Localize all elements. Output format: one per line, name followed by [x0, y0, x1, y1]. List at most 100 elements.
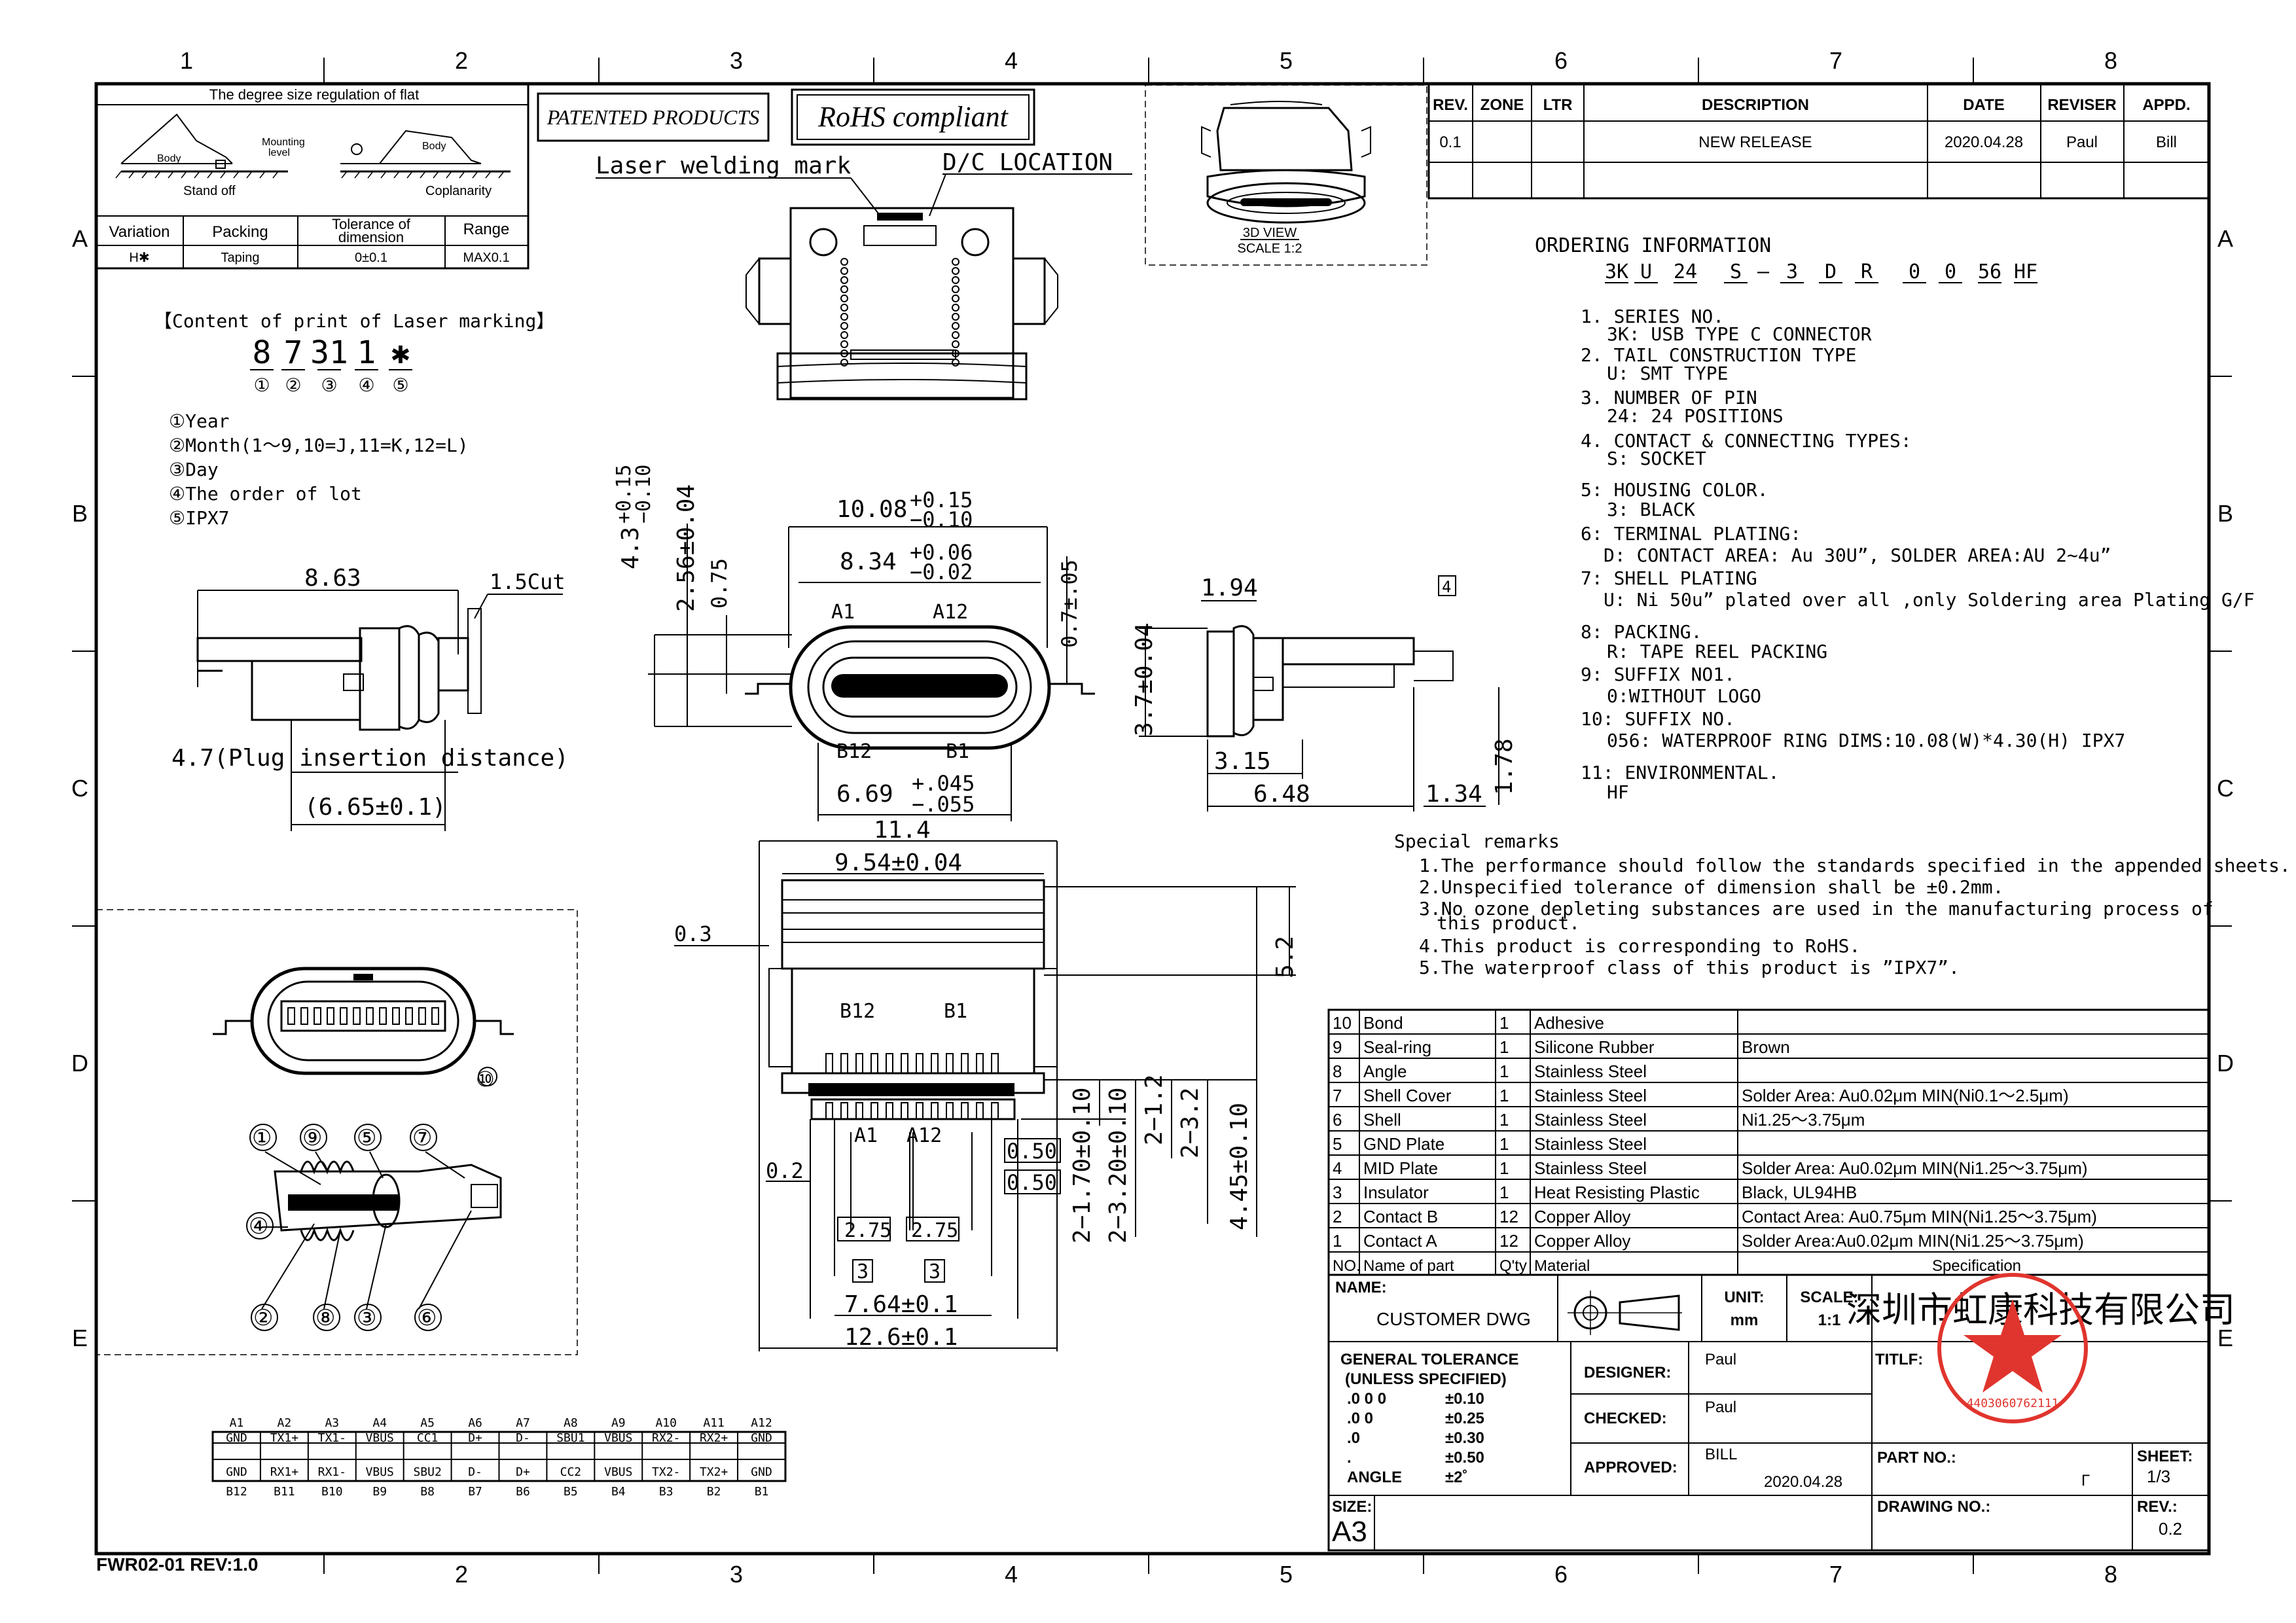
dim-8-34: 8.34 [840, 548, 897, 575]
bom-cell-9-2: 12 [1499, 1231, 1518, 1251]
zone-top-1: 1 [180, 47, 193, 74]
part-callout-5: ② [253, 1305, 273, 1331]
dim-5-2: 5.2 [1272, 936, 1299, 978]
pin-label-bottom-3: B9 [372, 1485, 387, 1499]
dim-0-7: 0.7±.05 [1057, 560, 1082, 648]
dim-4-45: 4.45±0.10 [1226, 1103, 1253, 1230]
dim-1-5cut: 1.5Cut [490, 569, 565, 594]
bom-cell-0-2: 1 [1499, 1013, 1509, 1033]
dim-4-3-plus: +0.15 [613, 465, 636, 524]
bom-header-3: Material [1534, 1257, 1590, 1275]
bom-cell-3-1: Shell Cover [1363, 1086, 1452, 1105]
bom-cell-8-4: Contact Area: Au0.75μm MIN(Ni1.25～3.75μm… [1742, 1207, 2097, 1226]
zone-left-E: E [72, 1325, 88, 1351]
pin-label-bottom-1: B11 [274, 1485, 295, 1499]
remark-4: 4.This product is corresponding to RoHS. [1419, 935, 1860, 957]
bom-cell-0-1: Bond [1363, 1013, 1403, 1033]
laser-legend-3: ④The order of lot [169, 483, 362, 505]
tol-val-3: ±0.50 [1445, 1449, 1484, 1467]
pin-bottom-8: VBUS [604, 1465, 632, 1479]
pin-top-3: VBUS [366, 1431, 394, 1445]
bom-cell-8-0: 2 [1333, 1207, 1342, 1226]
dimension-header: dimension [338, 229, 404, 245]
unit-label: UNIT: [1724, 1289, 1764, 1306]
checked-label: CHECKED: [1584, 1410, 1667, 1427]
dim-1-78: 1.78 [1491, 738, 1518, 795]
dim-0-50-b: 0.50 [1007, 1170, 1057, 1195]
ordering-code-11: HF [2014, 260, 2037, 283]
part-callout-3: ⑦ [412, 1125, 432, 1151]
label-a1-bottom: A1 [854, 1124, 878, 1147]
zone-top-7: 7 [1829, 47, 1842, 74]
dim-1-2: 2−1.2 [1141, 1075, 1168, 1145]
dim-10-08: 10.08 [836, 496, 907, 523]
ordering-item-6: 4. CONTACT & CONNECTING TYPES: [1581, 430, 1912, 452]
name-value: CUSTOMER DWG [1376, 1309, 1531, 1329]
rev-header-0: REV. [1433, 96, 1468, 114]
rev-header-6: APPD. [2142, 96, 2190, 114]
laser-legend-4: ⑤IPX7 [169, 507, 230, 529]
bom-cell-4-0: 6 [1333, 1110, 1342, 1130]
bom-cell-7-1: Insulator [1363, 1183, 1429, 1202]
laser-legend-0: ①Year [169, 410, 230, 432]
pin-bottom-2: RX1- [318, 1465, 346, 1479]
rev-cell-3: NEW RELEASE [1698, 134, 1812, 151]
bom-cell-5-3: Stainless Steel [1534, 1134, 1647, 1154]
part-callout-7: ③ [357, 1305, 376, 1331]
bom-cell-4-1: Shell [1363, 1110, 1401, 1130]
pin-label-top-1: A2 [278, 1416, 292, 1430]
pin-bottom-0: GND [226, 1465, 247, 1479]
pin-label-bottom-11: B1 [755, 1485, 769, 1499]
scale-value: 1:1 [1818, 1311, 1841, 1329]
designer-label: DESIGNER: [1584, 1364, 1671, 1382]
side-view-left: 8.63 1.5Cut 4.7(Plug insertion distance)… [171, 565, 569, 831]
bom-cell-6-2: 1 [1499, 1158, 1509, 1178]
dim-10-08-plus: +0.15 [910, 488, 973, 512]
tolerance-subtitle: (UNLESS SPECIFIED) [1345, 1370, 1507, 1388]
rev-header-2: LTR [1543, 96, 1573, 114]
variation-value: H✱ [129, 251, 149, 265]
pin-top-7: SBU1 [556, 1431, 584, 1445]
remark-2: 3.No ozone depleting substances are used… [1419, 898, 2214, 919]
bom-cell-7-3: Heat Resisting Plastic [1534, 1183, 1700, 1202]
rev-header-4: DATE [1963, 96, 2005, 114]
tol-val-0: ±0.10 [1445, 1390, 1484, 1408]
ordering-code-6: D [1825, 260, 1837, 283]
dim-0-75: 0.75 [707, 558, 732, 609]
laser-marking-title: 【Content of print of Laser marking】 [154, 310, 554, 332]
ordering-item-21: HF [1607, 781, 1629, 803]
coplanarity-label: Coplanarity [425, 184, 492, 198]
part-10-callout: ⑩ [476, 1067, 495, 1092]
pin-top-10: RX2+ [700, 1431, 728, 1445]
pin-label-top-3: A4 [372, 1416, 387, 1430]
bom-cell-1-3: Silicone Rubber [1534, 1037, 1655, 1057]
pin-bottom-6: D+ [516, 1465, 530, 1479]
pin-label-bottom-4: B8 [420, 1485, 435, 1499]
ordering-item-5: 24: 24 POSITIONS [1607, 405, 1784, 427]
pin-label-top-0: A1 [230, 1416, 244, 1430]
bom-cell-4-3: Stainless Steel [1534, 1110, 1647, 1130]
dim-8-63: 8.63 [304, 565, 361, 592]
ordering-item-4: 3. NUMBER OF PIN [1581, 387, 1757, 408]
laser-code-2: 31 [310, 334, 348, 371]
packing-header: Packing [212, 223, 268, 241]
pin-bottom-11: GND [751, 1465, 772, 1479]
remark-3: this product. [1437, 912, 1580, 934]
size-value: A3 [1332, 1516, 1367, 1548]
tol-val-4: ±2˚ [1445, 1469, 1468, 1486]
zone-right-A: A [2217, 225, 2233, 252]
bom-cell-3-0: 7 [1333, 1086, 1342, 1105]
ordering-code-2: 24 [1674, 260, 1697, 283]
dim-4-3-minus: −0.10 [632, 465, 655, 524]
label-b12-bottom: B12 [840, 1000, 875, 1023]
bom-cell-3-4: Solder Area: Au0.02μm MIN(Ni0.1～2.5μm) [1742, 1086, 2069, 1105]
tol-key-4: ANGLE [1347, 1469, 1402, 1486]
pin-bottom-5: D- [468, 1465, 482, 1479]
remarks-title: Special remarks [1394, 830, 1560, 852]
variation-header: Variation [109, 223, 170, 241]
pin-label-top-2: A3 [325, 1416, 339, 1430]
bom-cell-2-1: Angle [1363, 1061, 1407, 1081]
bom-cell-7-2: 1 [1499, 1183, 1509, 1202]
stamp-number: 4403060762111 [1967, 1397, 2059, 1410]
